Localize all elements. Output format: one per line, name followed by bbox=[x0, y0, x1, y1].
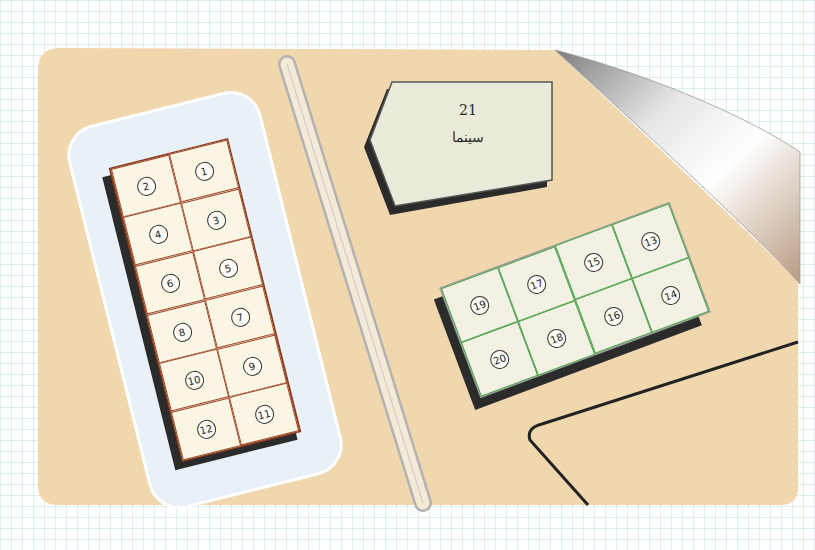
plot-number: 1 bbox=[192, 160, 215, 183]
building-name: سينما bbox=[452, 129, 484, 146]
plot-number: 20 bbox=[487, 347, 511, 371]
plot-number: 3 bbox=[204, 208, 227, 231]
plot-number: 12 bbox=[195, 417, 218, 440]
plot-number: 15 bbox=[581, 250, 605, 274]
building-block bbox=[440, 203, 709, 397]
cinema-outline bbox=[370, 82, 552, 206]
plot-number: 8 bbox=[170, 320, 193, 343]
plot-number: 6 bbox=[158, 271, 181, 294]
plot-number: 4 bbox=[146, 223, 169, 246]
plot-number: 16 bbox=[601, 304, 625, 328]
plot-number: 7 bbox=[229, 305, 252, 328]
block-area bbox=[62, 86, 347, 514]
plot-number: 5 bbox=[217, 257, 240, 280]
plot-number: 10 bbox=[183, 368, 206, 391]
cinema-outline: 21 سينما bbox=[368, 80, 554, 210]
building-block bbox=[110, 140, 299, 460]
plot-number: 18 bbox=[544, 326, 568, 350]
plot-number: 17 bbox=[524, 271, 548, 295]
plot-number: 9 bbox=[241, 354, 264, 377]
cinema-shape bbox=[368, 80, 554, 210]
cinema-building: 21 سينما bbox=[368, 80, 554, 210]
plot-number: 13 bbox=[638, 229, 662, 253]
plot-number: 14 bbox=[659, 283, 683, 307]
plot-number: 2 bbox=[134, 174, 157, 197]
plot-number: 11 bbox=[253, 402, 276, 425]
text-group: 21 سينما bbox=[398, 102, 538, 146]
building-number: 21 bbox=[459, 102, 477, 119]
plot-number: 19 bbox=[467, 293, 491, 317]
street-edge bbox=[529, 342, 798, 505]
